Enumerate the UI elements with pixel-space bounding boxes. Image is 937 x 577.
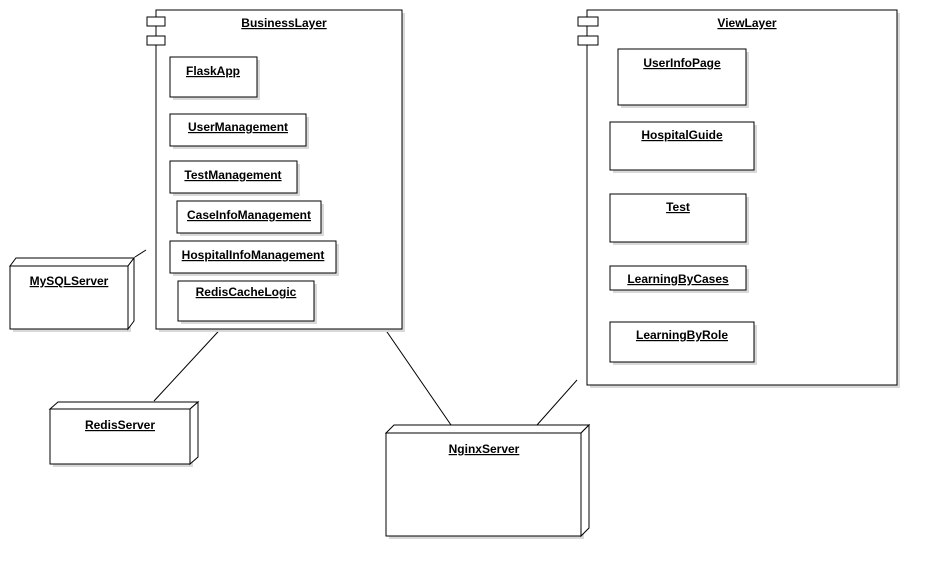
component-label: RedisCacheLogic bbox=[196, 285, 297, 299]
component-rediscachelogic[interactable]: RedisCacheLogic bbox=[177, 280, 317, 324]
business-layer-title: BusinessLayer bbox=[241, 16, 327, 30]
node-nginxserver[interactable]: NginxServer bbox=[384, 423, 591, 539]
component-testmanagement[interactable]: TestManagement bbox=[169, 160, 300, 196]
component-learningbycases[interactable]: LearningByCases bbox=[609, 265, 749, 293]
component-flaskapp[interactable]: FlaskApp bbox=[169, 56, 260, 100]
node-label: RedisServer bbox=[85, 418, 155, 432]
redis-business-connector bbox=[153, 320, 229, 402]
component-learningbyrole[interactable]: LearningByRole bbox=[609, 321, 757, 365]
component-test[interactable]: Test bbox=[609, 193, 749, 245]
component-userinfopage[interactable]: UserInfoPage bbox=[617, 48, 749, 108]
component-label: HospitalInfoManagement bbox=[182, 248, 325, 262]
component-label: FlaskApp bbox=[186, 64, 240, 78]
component-label: LearningByRole bbox=[636, 328, 728, 342]
component-label: CaseInfoManagement bbox=[187, 208, 311, 222]
business-layer-component[interactable]: BusinessLayer FlaskApp UserManagement Te… bbox=[146, 9, 405, 332]
node-top-face bbox=[384, 424, 591, 434]
component-hospitalguide[interactable]: HospitalGuide bbox=[609, 121, 757, 173]
node-side-face bbox=[580, 423, 590, 538]
component-label: Test bbox=[666, 200, 690, 214]
node-redisserver[interactable]: RedisServer bbox=[48, 400, 200, 467]
node-side-face bbox=[189, 400, 199, 466]
business-nginx-connector bbox=[384, 328, 452, 426]
component-hospitalinfomanagement[interactable]: HospitalInfoManagement bbox=[169, 240, 339, 276]
view-layer-title: ViewLayer bbox=[717, 16, 776, 30]
node-top-face bbox=[9, 257, 135, 267]
component-icon-bottom-tab bbox=[577, 35, 599, 46]
component-icon-bottom-tab bbox=[146, 35, 166, 46]
node-label: MySQLServer bbox=[30, 274, 109, 288]
component-icon-top-tab bbox=[146, 16, 166, 27]
node-side-face bbox=[127, 256, 135, 331]
component-label: UserManagement bbox=[188, 120, 288, 134]
component-label: UserInfoPage bbox=[643, 56, 721, 70]
component-label: LearningByCases bbox=[627, 272, 729, 286]
node-mysqlserver[interactable]: MySQLServer bbox=[9, 256, 135, 332]
connectors bbox=[134, 249, 578, 426]
component-usermanagement[interactable]: UserManagement bbox=[169, 113, 309, 149]
component-caseinfomanagement[interactable]: CaseInfoManagement bbox=[176, 200, 324, 236]
nginx-view-connector bbox=[536, 379, 578, 426]
view-layer-component[interactable]: ViewLayer UserInfoPage HospitalGuide Tes… bbox=[577, 9, 900, 388]
component-label: HospitalGuide bbox=[641, 128, 723, 142]
node-top-face bbox=[48, 401, 200, 410]
node-label: NginxServer bbox=[449, 442, 520, 456]
mysql-business-connector bbox=[134, 249, 147, 258]
component-icon-top-tab bbox=[577, 16, 599, 27]
component-label: TestManagement bbox=[184, 168, 281, 182]
